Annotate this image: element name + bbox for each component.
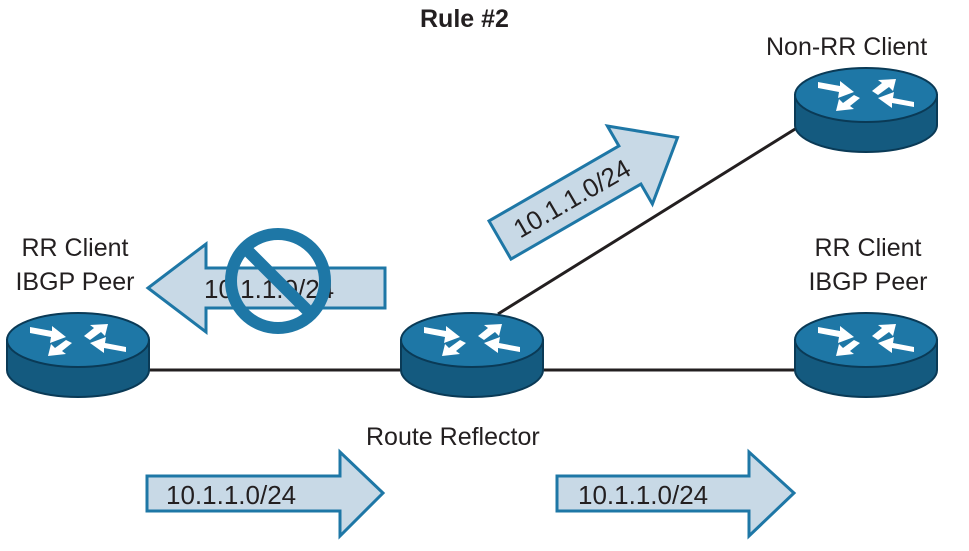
router-icon-left-client [6,312,150,398]
advertisement-arrow-to-non-rr-client: 10.1.1.0/24 [486,124,680,262]
prohibit-icon [225,228,331,334]
advertisement-label-to-right-client: 10.1.1.0/24 [578,480,708,510]
advertisement-arrow-to-right-client: 10.1.1.0/24 [555,448,797,540]
left-client-label: RR Client IBGP Peer [0,233,150,297]
router-icon-route-reflector [400,312,544,398]
right-client-label-line1: RR Client [814,234,922,262]
right-client-label: RR Client IBGP Peer [788,233,948,297]
advertisement-arrow-blocked-to-left-client: 10.1.1.0/24 [145,240,387,336]
router-icon-right-client [794,312,938,398]
non-rr-client-label: Non-RR Client [766,33,928,61]
advertisement-label-from-left-client: 10.1.1.0/24 [166,480,296,510]
diagram-title: Rule #2 [420,5,509,33]
right-client-label-line2: IBGP Peer [808,268,928,296]
advertisement-arrow-from-left-client: 10.1.1.0/24 [145,448,386,540]
router-icon-non-rr-client [794,67,938,153]
left-client-label-line2: IBGP Peer [15,268,135,296]
link-reflector-to-non-rr [497,124,801,316]
left-client-label-line1: RR Client [21,234,129,262]
route-reflector-label: Route Reflector [366,423,540,451]
